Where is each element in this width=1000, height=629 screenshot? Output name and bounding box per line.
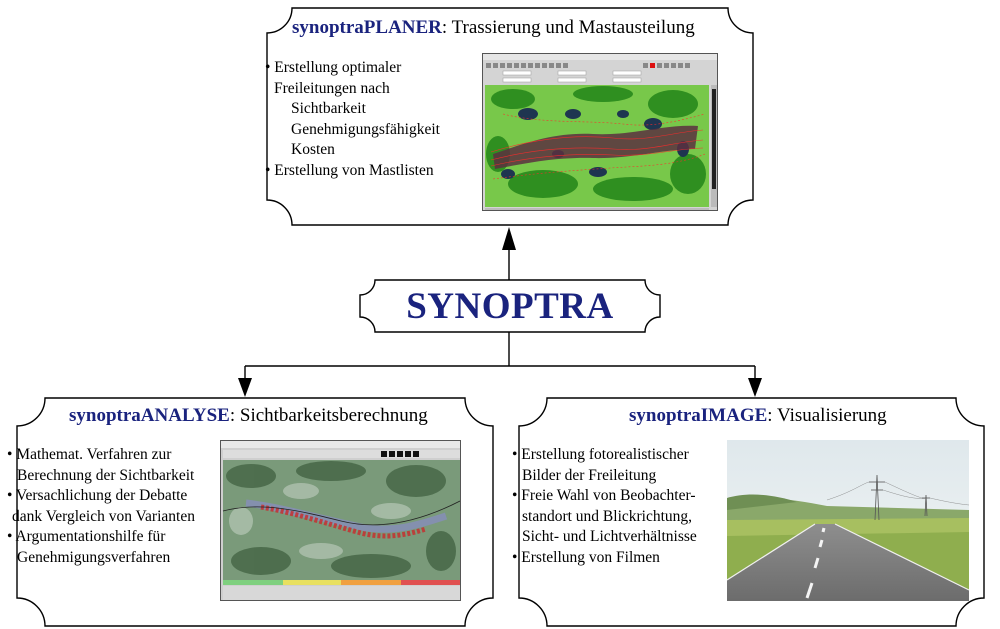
analyse-brand: synoptraANALYSE [69, 405, 230, 426]
image-subtitle: : Visualisierung [767, 405, 887, 426]
planer-bullet-1-cont: Freileitungen nach [274, 79, 390, 97]
planer-criterion-cost: Kosten [291, 141, 335, 159]
planer-bullet-1: • Erstellung optimaler [265, 59, 402, 76]
planer-title: synoptraPLANER: Trassierung und Mastaust… [292, 17, 695, 39]
image-bullet-2-cont-2: Sicht- und Lichtverhältnisse [522, 528, 697, 546]
planer-subtitle: : Trassierung und Mastausteilung [441, 17, 695, 38]
synoptra-title: SYNOPTRA [406, 285, 614, 327]
image-bullet-1-cont: Bilder der Freileitung [522, 466, 657, 484]
arrow-down-left-icon [238, 378, 252, 397]
arrow-down-right-icon [748, 378, 762, 397]
image-bullet-3: • Erstellung von Filmen [512, 548, 660, 566]
analyse-bullet-1-cont: Berechnung der Sichtbarkeit [17, 466, 195, 484]
analyse-bullet-2: • Versachlichung der Debatte [7, 487, 188, 505]
analyse-bullet-2-cont: dank Vergleich von Varianten [12, 507, 195, 525]
analyse-bullet-1: • Mathemat. Verfahren zur [7, 446, 172, 463]
image-bullet-2: • Freie Wahl von Beobachter- [512, 487, 696, 505]
planer-bullet-2: • Erstellung von Mastlisten [265, 161, 434, 179]
synoptra-frame [359, 279, 661, 333]
planer-screenshot [482, 53, 718, 211]
analyse-bullet-3: • Argumentationshilfe für [7, 528, 166, 546]
analyse-screenshot [220, 440, 461, 601]
arrow-up-icon [502, 227, 516, 250]
image-bullet-1: • Erstellung fotorealistischer [512, 446, 689, 463]
image-bullets: • Erstellung fotorealistischer Bilder de… [512, 445, 697, 569]
analyse-bullet-3-cont: Genehmigungsverfahren [17, 548, 171, 566]
planer-criterion-approval: Genehmigungsfähigkeit [291, 120, 440, 138]
planer-bullets: • Erstellung optimaler Freileitungen nac… [265, 58, 440, 182]
image-title: synoptraIMAGE: Visualisierung [629, 405, 887, 427]
image-visualization [727, 440, 969, 601]
image-brand: synoptraIMAGE [629, 405, 768, 426]
analyse-bullets: • Mathemat. Verfahren zur Berechnung der… [7, 445, 195, 569]
planer-brand: synoptraPLANER [292, 17, 442, 38]
image-bullet-2-cont-1: standort und Blickrichtung, [522, 507, 693, 525]
analyse-title: synoptraANALYSE: Sichtbarkeitsberechnung [69, 405, 428, 427]
analyse-subtitle: : Sichtbarkeitsberechnung [229, 405, 428, 426]
planer-criterion-visibility: Sichtbarkeit [291, 100, 366, 118]
